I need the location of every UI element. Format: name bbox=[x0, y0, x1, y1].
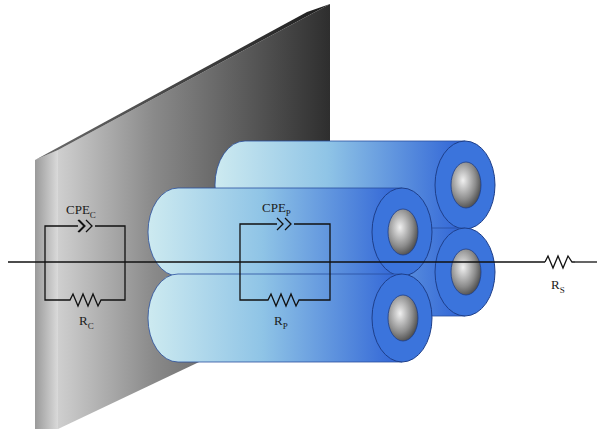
tube-core bbox=[388, 209, 418, 255]
tube-wall bbox=[148, 274, 402, 362]
wire bbox=[294, 224, 330, 262]
tube-wall bbox=[148, 188, 402, 276]
circuit bbox=[8, 218, 597, 306]
resistor-symbol bbox=[240, 262, 330, 306]
component-label: RP bbox=[274, 314, 288, 327]
wire bbox=[45, 226, 78, 262]
tube-end bbox=[372, 188, 432, 276]
component-label: RC bbox=[79, 314, 94, 327]
tube-end bbox=[435, 141, 495, 229]
nanotube bbox=[148, 274, 432, 362]
nanotube bbox=[148, 188, 432, 276]
plate-top bbox=[35, 4, 330, 160]
component-label: CPEP bbox=[262, 201, 291, 214]
resistor-symbol bbox=[545, 256, 575, 268]
tube-end bbox=[372, 274, 432, 362]
nanotubes bbox=[148, 141, 495, 362]
tube-core bbox=[388, 295, 418, 341]
tube-core bbox=[451, 249, 481, 295]
wire bbox=[575, 261, 597, 262]
cpe-symbol bbox=[78, 220, 92, 232]
plate-side bbox=[35, 150, 58, 429]
tube-end bbox=[435, 228, 495, 316]
wire bbox=[8, 261, 545, 262]
component-label: CPEC bbox=[66, 203, 96, 216]
component-label: RS bbox=[551, 278, 565, 291]
cpe-symbol bbox=[277, 218, 291, 230]
resistor-symbol bbox=[45, 262, 125, 306]
wire bbox=[95, 226, 125, 262]
wire bbox=[240, 224, 277, 262]
tube-core bbox=[451, 162, 481, 208]
